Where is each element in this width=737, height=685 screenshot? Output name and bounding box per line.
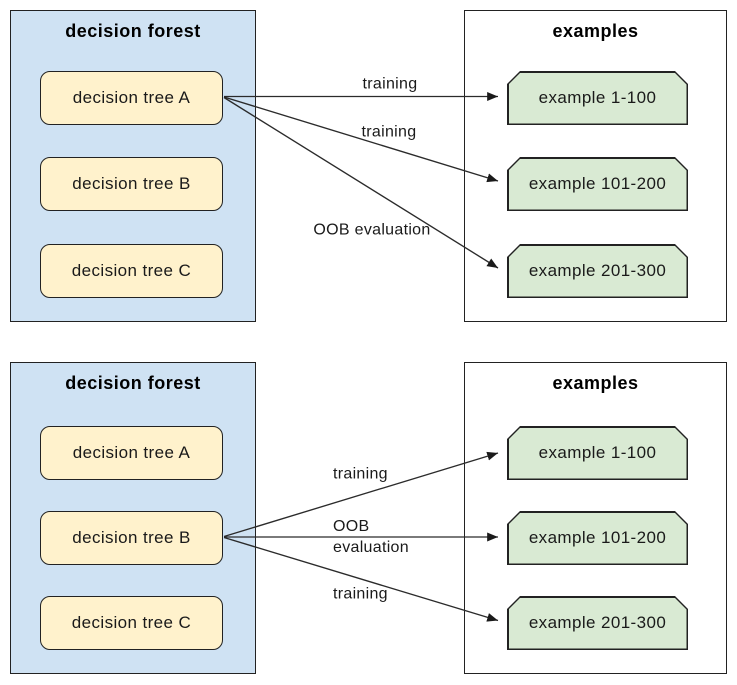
tree-label-a-top: decision tree A — [72, 88, 191, 107]
example-box-201-300-top: example 201-300 — [507, 244, 688, 298]
tree-box-a-top: decision tree A — [40, 71, 223, 125]
arrow-label-oob-b-line1: OOB — [333, 518, 370, 535]
forest-title-bottom: decision forest — [65, 373, 201, 393]
example-box-101-200-bottom-fill: example 101-200 — [509, 513, 687, 564]
tree-box-c-bottom: decision tree C — [40, 596, 223, 650]
example-label-201-300-top: example 201-300 — [528, 261, 667, 280]
example-box-101-200-bottom: example 101-200 — [507, 511, 688, 565]
tree-box-b-top: decision tree B — [40, 157, 223, 211]
arrow-label-oob-b-line2: evaluation — [333, 539, 409, 556]
forest-title-top: decision forest — [65, 21, 201, 41]
tree-label-c-bottom: decision tree C — [71, 613, 192, 632]
example-label-101-200-bottom: example 101-200 — [528, 528, 667, 547]
arrow-label-training-b-1: training — [333, 465, 388, 483]
forest-box-top: decision forest decision tree A decision… — [10, 10, 256, 322]
example-box-201-300-bottom: example 201-300 — [507, 596, 688, 650]
arrow-label-training-b-2: training — [333, 585, 388, 603]
tree-label-b-bottom: decision tree B — [72, 528, 191, 547]
example-box-1-100-top-fill: example 1-100 — [509, 73, 687, 124]
tree-box-c-top: decision tree C — [40, 244, 223, 298]
example-box-101-200-top-fill: example 101-200 — [509, 159, 687, 210]
example-label-1-100-bottom: example 1-100 — [538, 443, 657, 462]
arrow-label-training-a-1: training — [362, 75, 418, 93]
example-box-201-300-top-fill: example 201-300 — [509, 246, 687, 297]
example-label-101-200-top: example 101-200 — [528, 174, 667, 193]
example-box-201-300-bottom-fill: example 201-300 — [509, 598, 687, 649]
examples-box-bottom: examples example 1-100 example 101-200 e… — [464, 362, 727, 674]
example-box-1-100-top: example 1-100 — [507, 71, 688, 125]
tree-label-a-bottom: decision tree A — [72, 443, 191, 462]
tree-label-c-top: decision tree C — [71, 261, 192, 280]
example-box-1-100-bottom: example 1-100 — [507, 426, 688, 480]
examples-title-top: examples — [552, 21, 639, 41]
tree-box-a-bottom: decision tree A — [40, 426, 223, 480]
forest-box-bottom: decision forest decision tree A decision… — [10, 362, 256, 674]
examples-box-top: examples example 1-100 example 101-200 e… — [464, 10, 727, 322]
example-label-1-100-top: example 1-100 — [538, 88, 657, 107]
example-label-201-300-bottom: example 201-300 — [528, 613, 667, 632]
arrow-label-training-a-2: training — [361, 123, 417, 141]
example-box-1-100-bottom-fill: example 1-100 — [509, 428, 687, 479]
tree-label-b-top: decision tree B — [72, 174, 191, 193]
example-box-101-200-top: example 101-200 — [507, 157, 688, 211]
arrow-label-oob-a: OOB evaluation — [313, 221, 431, 239]
examples-title-bottom: examples — [552, 373, 639, 393]
tree-box-b-bottom: decision tree B — [40, 511, 223, 565]
arrow-label-oob-b: OOB evaluation — [333, 516, 409, 558]
